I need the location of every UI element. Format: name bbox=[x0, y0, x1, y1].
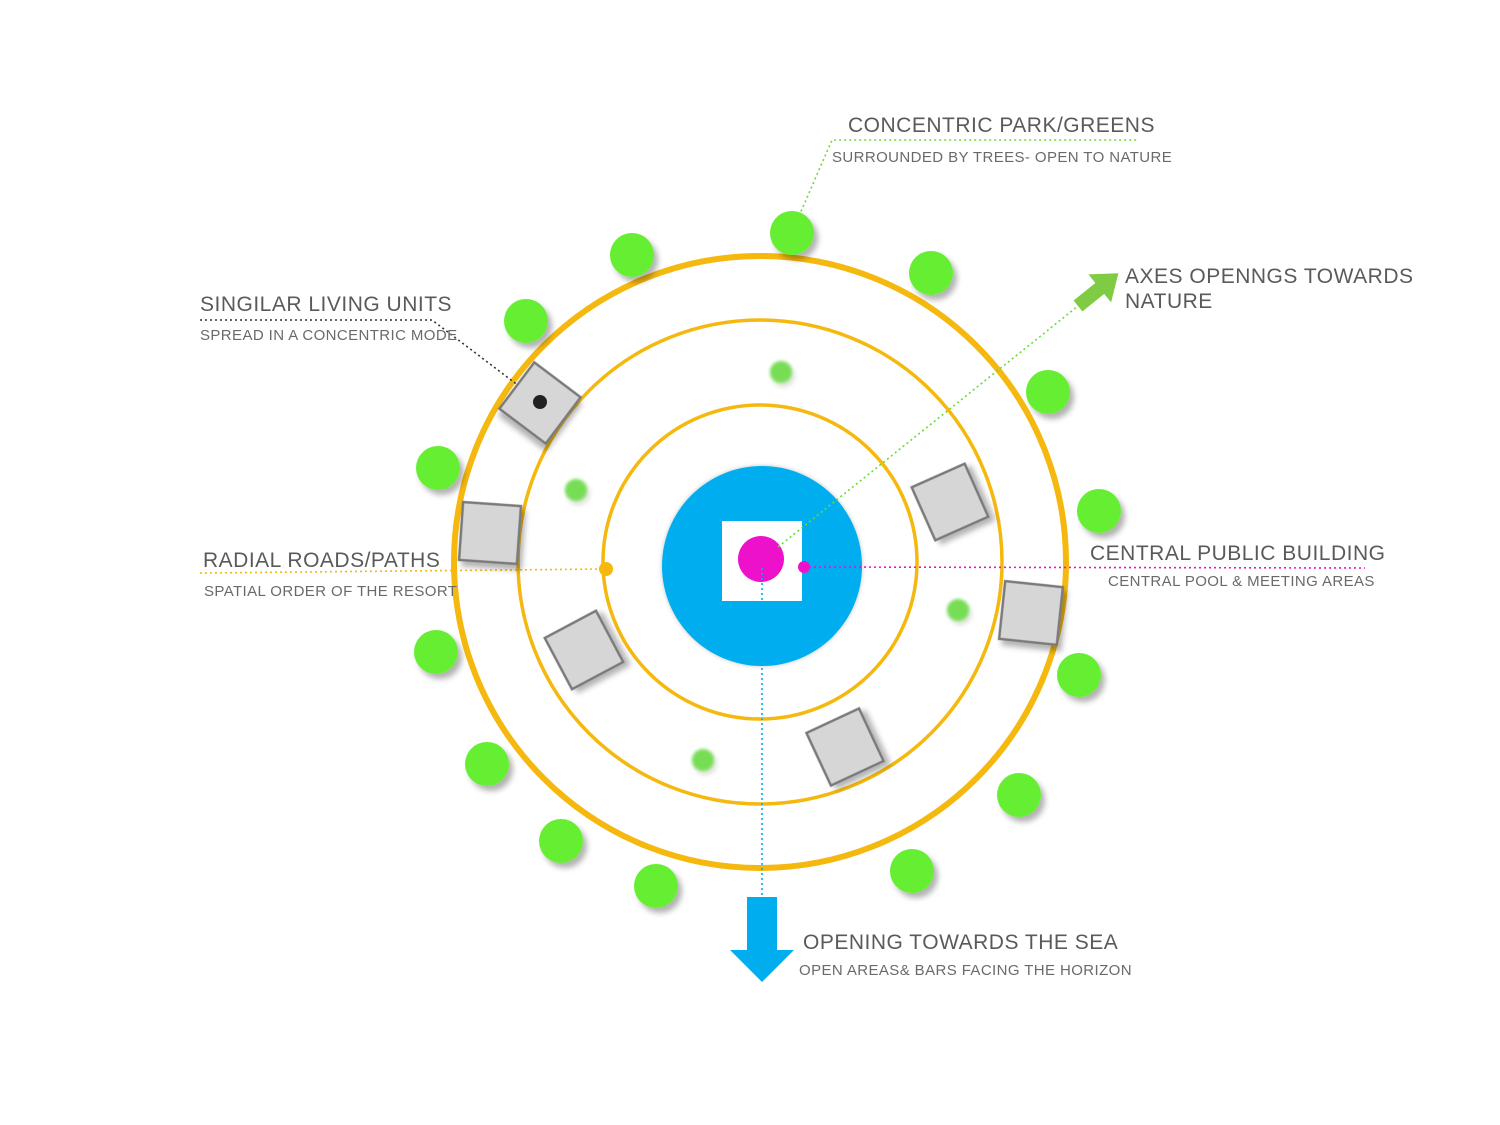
park-title: CONCENTRIC PARK/GREENS bbox=[848, 114, 1155, 137]
road-marker bbox=[599, 562, 613, 576]
roads-title: RADIAL ROADS/PATHS bbox=[203, 549, 440, 572]
tree bbox=[770, 361, 792, 383]
outer-ring bbox=[451, 253, 1069, 871]
arrow-nature-icon bbox=[1073, 273, 1119, 312]
leader-park bbox=[798, 139, 1138, 217]
tree bbox=[770, 211, 814, 255]
tree bbox=[416, 446, 460, 490]
sea-title: OPENING TOWARDS THE SEA bbox=[803, 931, 1118, 954]
leader-central bbox=[803, 566, 1366, 569]
tree bbox=[634, 864, 678, 908]
leader-axes bbox=[777, 305, 1079, 548]
unit-marker bbox=[533, 395, 547, 409]
axes-title-line2: NATURE bbox=[1125, 290, 1213, 313]
outer-trees bbox=[414, 211, 1121, 908]
central-hub bbox=[738, 536, 784, 582]
living-units bbox=[457, 360, 1065, 788]
inner-trees bbox=[565, 361, 969, 771]
axes-title-line1: AXES OPENNGS TOWARDS bbox=[1125, 265, 1414, 288]
living-unit bbox=[543, 609, 625, 691]
tree bbox=[565, 479, 587, 501]
tree bbox=[1057, 653, 1101, 697]
tree bbox=[610, 233, 654, 277]
tree bbox=[504, 299, 548, 343]
tree bbox=[909, 251, 953, 295]
arrow-sea-icon bbox=[730, 897, 794, 982]
tree bbox=[414, 630, 458, 674]
units-subtitle: SPREAD IN A CONCENTRIC MODE bbox=[200, 327, 458, 344]
inner-ring bbox=[601, 403, 919, 721]
tree bbox=[1026, 370, 1070, 414]
living-unit bbox=[457, 500, 523, 566]
living-unit bbox=[910, 462, 990, 542]
park-subtitle: SURROUNDED BY TREES- OPEN TO NATURE bbox=[832, 149, 1172, 166]
roads-subtitle: SPATIAL ORDER OF THE RESORT bbox=[204, 583, 457, 600]
tree bbox=[947, 599, 969, 621]
sea-subtitle: OPEN AREAS& BARS FACING THE HORIZON bbox=[799, 962, 1132, 979]
units-title: SINGILAR LIVING UNITS bbox=[200, 293, 452, 316]
living-unit bbox=[997, 579, 1065, 647]
tree bbox=[692, 749, 714, 771]
central-marker bbox=[798, 561, 810, 573]
tree bbox=[539, 819, 583, 863]
tree bbox=[1077, 489, 1121, 533]
central-title: CENTRAL PUBLIC BUILDING bbox=[1090, 542, 1385, 565]
tree bbox=[890, 849, 934, 893]
tree bbox=[465, 742, 509, 786]
living-unit bbox=[804, 706, 886, 788]
tree bbox=[997, 773, 1041, 817]
central-subtitle: CENTRAL POOL & MEETING AREAS bbox=[1108, 573, 1375, 590]
leader-units bbox=[200, 319, 541, 403]
